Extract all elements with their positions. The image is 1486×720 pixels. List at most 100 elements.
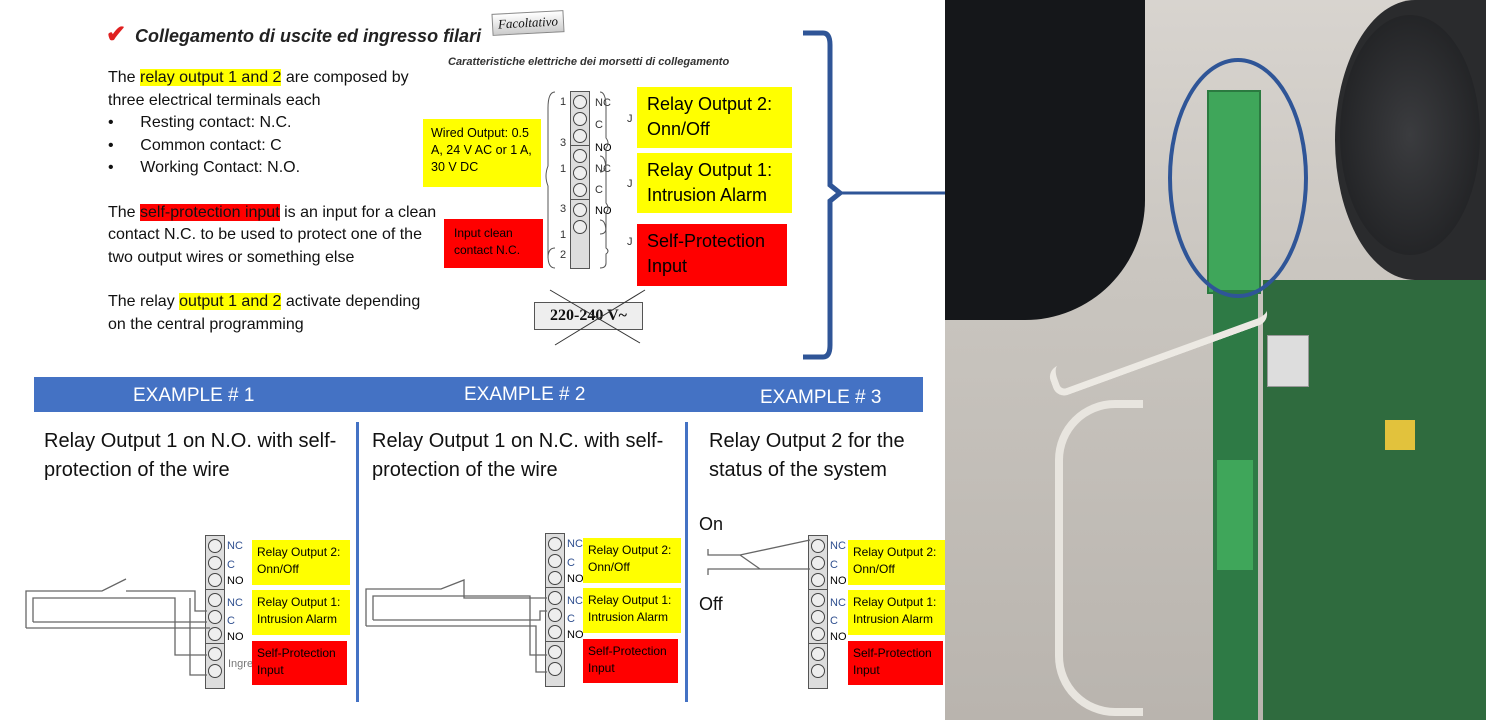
screw-icon	[811, 647, 825, 661]
self-protection-label: Self-Protection Input	[637, 224, 787, 286]
terminal-label: C	[830, 559, 838, 571]
subtitle: Caratteristiche elettriche dei morsetti …	[448, 56, 730, 68]
screw-icon	[573, 95, 587, 109]
jumper-label: J	[627, 113, 633, 125]
screw-icon	[208, 593, 222, 607]
terminal-label: NO	[830, 575, 847, 587]
terminal-label: NC	[227, 597, 243, 609]
terminal-brackets	[545, 91, 609, 269]
terminal-label: NC	[567, 595, 583, 607]
optional-badge: Facoltativo	[491, 10, 565, 36]
relay-output-1-label: Relay Output 1: Intrusion Alarm	[252, 590, 350, 635]
screw-icon	[811, 610, 825, 624]
screw-icon	[573, 112, 587, 126]
terminal-block	[808, 535, 828, 689]
screw-icon	[548, 608, 562, 622]
list-item: • Working Contact: N.O.	[108, 159, 301, 176]
paragraph-1: The relay output 1 and 2 are composed by…	[108, 69, 409, 109]
checkmark-icon: ✔	[106, 21, 127, 48]
paragraph-3: The relay output 1 and 2 activate depend…	[108, 293, 421, 333]
self-protection-label: Self-Protection Input	[848, 641, 943, 685]
device-photo	[945, 0, 1486, 720]
relay-output-2-label: Relay Output 2: Onn/Off	[583, 538, 681, 583]
screw-icon	[208, 664, 222, 678]
highlight-ellipse	[1168, 58, 1308, 298]
screw-icon	[573, 149, 587, 163]
terminal-number: 3	[560, 203, 567, 215]
screw-icon	[811, 593, 825, 607]
screw-icon	[548, 571, 562, 585]
example-3-header: EXAMPLE # 3	[760, 387, 882, 408]
on-label: On	[699, 514, 724, 534]
terminal-number: 1	[560, 96, 567, 108]
relay-output-1-label: Relay Output 1: Intrusion Alarm	[637, 153, 792, 213]
terminal-label: NO	[830, 631, 847, 643]
terminal-label: C	[595, 119, 603, 131]
voltage-label-crossed: 220-240 V~	[534, 302, 643, 330]
terminal-label: NC	[595, 163, 611, 175]
terminal-label: C	[227, 559, 235, 571]
example-2-header: EXAMPLE # 2	[464, 384, 586, 405]
ingresso-label: Ingre	[228, 658, 254, 670]
terminal-label: C	[227, 615, 235, 627]
example-1-header: EXAMPLE # 1	[133, 385, 255, 406]
self-protection-label: Self-Protection Input	[583, 639, 678, 683]
screw-icon	[811, 573, 825, 587]
screw-icon	[573, 129, 587, 143]
example-2-title: Relay Output 1 on N.C. with self-protect…	[372, 430, 664, 481]
terminal-number: 1	[560, 229, 567, 241]
screw-icon	[208, 627, 222, 641]
terminal-label: NO	[595, 205, 612, 217]
relay-output-2-label: Relay Output 2: Onn/Off	[252, 540, 350, 585]
screw-icon	[811, 539, 825, 553]
terminal-label: C	[830, 615, 838, 627]
terminal-label: C	[567, 613, 575, 625]
screw-icon	[548, 591, 562, 605]
relay-output-2-label: Relay Output 2: Onn/Off	[848, 540, 946, 585]
description: The relay output 1 and 2 are composed by…	[108, 67, 438, 336]
example-1-title: Relay Output 1 on N.O. with self-protect…	[44, 430, 337, 481]
screw-icon	[208, 556, 222, 570]
terminal-number: 2	[560, 249, 567, 261]
off-label: Off	[699, 594, 723, 614]
terminal-label: C	[595, 184, 603, 196]
terminal-number: 3	[560, 137, 567, 149]
screw-icon	[548, 662, 562, 676]
screw-icon	[573, 220, 587, 234]
wiring-diagrams	[25, 539, 811, 676]
screw-icon	[811, 664, 825, 678]
input-clean-label: Input clean contact N.C.	[444, 219, 543, 268]
terminal-block	[545, 533, 565, 687]
relay-output-1-label: Relay Output 1: Intrusion Alarm	[583, 588, 681, 633]
terminal-label: NO	[227, 631, 244, 643]
wired-output-label: Wired Output: 0.5 A, 24 V AC or 1 A, 30 …	[423, 119, 541, 187]
screw-icon	[548, 554, 562, 568]
terminal-number: 1	[560, 163, 567, 175]
terminal-label: NC	[567, 538, 583, 550]
self-protection-label: Self-Protection Input	[252, 641, 347, 685]
terminal-label: NC	[830, 597, 846, 609]
speaker-icon	[1340, 15, 1480, 255]
page-title: Collegamento di uscite ed ingresso filar…	[135, 26, 482, 46]
divider	[685, 422, 688, 702]
terminal-label: NO	[567, 629, 584, 641]
cross-mark	[549, 289, 646, 346]
screw-icon	[573, 203, 587, 217]
screw-icon	[548, 625, 562, 639]
jumper-label: J	[627, 178, 633, 190]
terminal-label: C	[567, 557, 575, 569]
screw-icon	[208, 610, 222, 624]
terminal-block	[570, 91, 590, 269]
jumper-label: J	[627, 236, 633, 248]
screw-icon	[548, 645, 562, 659]
screw-icon	[208, 647, 222, 661]
relay-output-1-label: Relay Output 1: Intrusion Alarm	[848, 590, 946, 635]
screw-icon	[573, 166, 587, 180]
paragraph-2: The self-protection input is an input fo…	[108, 203, 437, 266]
terminal-label: NC	[595, 97, 611, 109]
screw-icon	[208, 539, 222, 553]
list-item: • Resting contact: N.C.	[108, 114, 292, 131]
terminal-block	[205, 535, 225, 689]
screw-icon	[548, 537, 562, 551]
example-3-title: Relay Output 2 for the status of the sys…	[709, 430, 905, 481]
